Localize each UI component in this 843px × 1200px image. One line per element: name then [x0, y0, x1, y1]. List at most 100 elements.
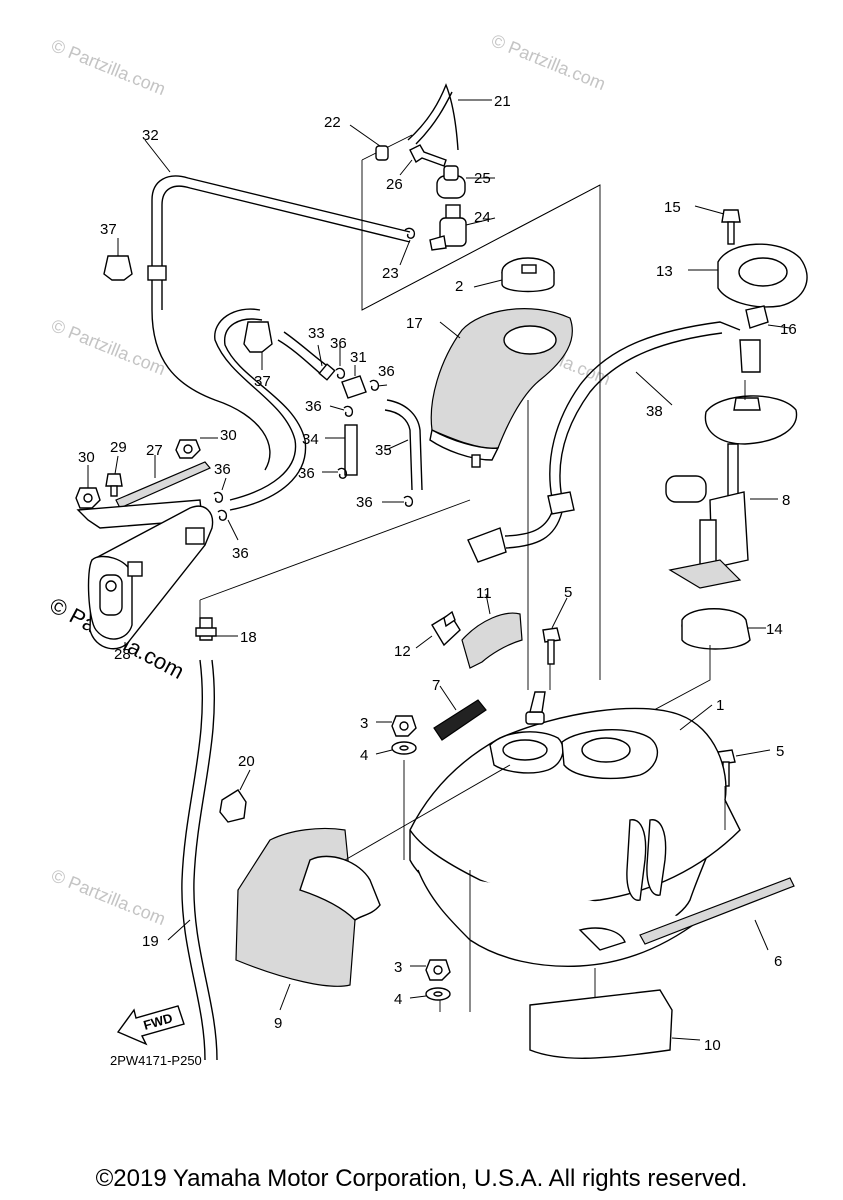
callout: 36	[298, 465, 315, 482]
callout: 36	[214, 461, 231, 478]
callout: 19	[142, 933, 159, 950]
bolt-5-upper	[542, 597, 568, 665]
callout: 15	[664, 199, 681, 216]
breather-hose-21	[407, 83, 492, 151]
hose-34	[325, 424, 358, 476]
callout: 4	[360, 747, 368, 764]
callout: 36	[356, 494, 373, 511]
callout: 36	[330, 335, 347, 352]
callout: 37	[100, 221, 117, 238]
bolt-5-right	[717, 749, 771, 787]
callout: 2	[455, 278, 463, 295]
callout: 13	[656, 263, 673, 280]
bolt-29	[105, 455, 123, 497]
nut-3-upper	[376, 715, 417, 737]
damper-strip-6	[639, 877, 795, 951]
washer-4-upper	[375, 741, 417, 755]
clip-23	[399, 227, 416, 266]
bolt-15	[694, 205, 741, 245]
hose-19	[167, 659, 218, 1061]
callout: 7	[432, 677, 440, 694]
strip-11	[461, 593, 523, 669]
joint-18	[195, 617, 238, 641]
hose-33	[277, 331, 336, 381]
callout: 3	[360, 715, 368, 732]
callout: 16	[780, 321, 797, 338]
callout: 9	[274, 1015, 282, 1032]
callout: 36	[232, 545, 249, 562]
callout: 24	[474, 209, 491, 226]
hose-clip-37-left	[103, 238, 167, 281]
callout: 36	[378, 363, 395, 380]
callout: 26	[386, 176, 403, 193]
callout: 37	[254, 373, 271, 390]
callout: 30	[220, 427, 237, 444]
hose-clip-37-mid	[243, 321, 273, 370]
plate-13	[688, 243, 808, 308]
callout: 14	[766, 621, 783, 638]
callout: 18	[240, 629, 257, 646]
watermark: © Partzilla.com	[49, 315, 169, 379]
callout: 12	[394, 643, 411, 660]
fuel-cap-2	[473, 257, 555, 293]
watermark: © Partzilla.com	[49, 35, 169, 99]
fuel-tank-1	[409, 691, 741, 967]
bolt-26	[399, 144, 447, 176]
callout: 17	[406, 315, 423, 332]
clip-12	[415, 610, 461, 649]
callout: 25	[474, 170, 491, 187]
clamp-25	[436, 165, 495, 199]
callout: 5	[776, 743, 784, 760]
callout: 11	[476, 585, 492, 602]
collar-22	[349, 124, 389, 161]
callout: 32	[142, 127, 159, 144]
heat-protector-9	[235, 764, 511, 1011]
callout: 4	[394, 991, 402, 1008]
fuel-pump-8	[665, 339, 798, 589]
callout: 8	[782, 492, 790, 509]
hose-18-to-tank	[199, 499, 471, 618]
callout: 20	[238, 753, 255, 770]
nut-30-right	[175, 437, 218, 459]
callout: 1	[716, 697, 724, 714]
hose-32	[144, 139, 411, 310]
callout: 3	[394, 959, 402, 976]
hose-38	[467, 321, 741, 563]
nut-30-left	[75, 465, 101, 509]
damper-7	[433, 685, 487, 741]
watermark: © Partzilla.com	[49, 865, 169, 929]
watermark: © Partzilla.com	[489, 30, 609, 94]
callout: 23	[382, 265, 399, 282]
callout: 27	[146, 442, 163, 459]
callout: 38	[646, 403, 663, 420]
joint-31	[341, 365, 367, 399]
callout: 29	[110, 439, 127, 456]
callout: 34	[302, 431, 319, 448]
pad-10	[529, 989, 701, 1059]
nut-3-lower	[410, 959, 451, 981]
clamp-20	[219, 769, 251, 823]
callout: 30	[78, 449, 95, 466]
callout-labels: 1 2 3 3 4 4 5 5 6 7 8 9 10 11 12 13 14 1…	[78, 93, 797, 1054]
callout: 31	[350, 349, 367, 366]
callout: 28	[114, 646, 131, 663]
callout: 35	[375, 442, 392, 459]
canister-28	[87, 505, 214, 650]
washer-4-lower	[409, 987, 451, 1001]
callout: 22	[324, 114, 341, 131]
callout: 6	[774, 953, 782, 970]
tank-cover-17	[429, 308, 573, 468]
callout: 33	[308, 325, 325, 342]
hose-loop-left	[151, 308, 307, 511]
copyright-notice: ©2019 Yamaha Motor Corporation, U.S.A. A…	[95, 1165, 748, 1192]
hose-35	[384, 399, 423, 491]
ring-14	[681, 608, 766, 650]
callout: 5	[564, 584, 572, 601]
clips-36	[213, 345, 414, 541]
diagram-code: 2PW4171-P250	[110, 1053, 202, 1068]
tank-connector-lines	[403, 400, 726, 1012]
fitting-16	[745, 305, 791, 329]
callout: 10	[704, 1037, 721, 1054]
callout: 21	[494, 93, 511, 110]
